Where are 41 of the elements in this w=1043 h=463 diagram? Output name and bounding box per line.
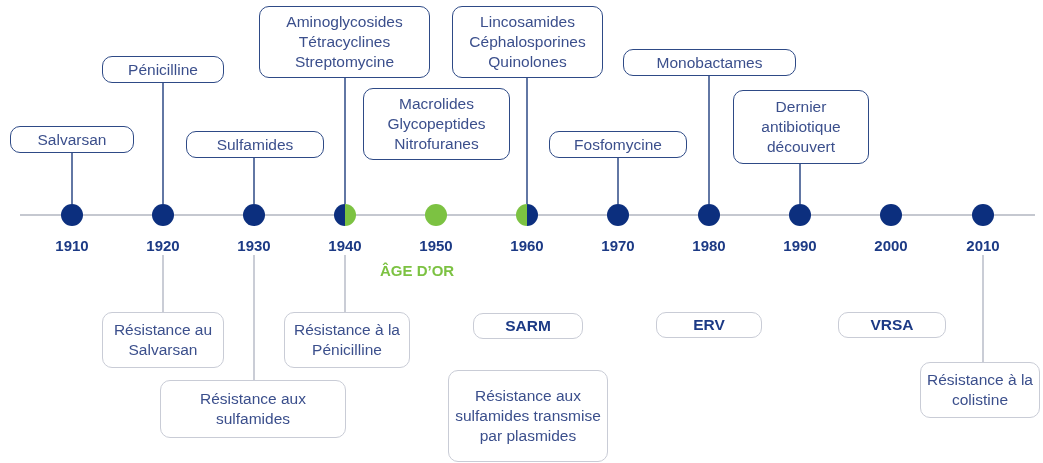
connector-line <box>526 77 528 205</box>
connector-line <box>617 157 619 205</box>
connector-line <box>982 254 984 363</box>
connector-line <box>344 254 346 313</box>
resistance-box: SARM <box>473 313 583 339</box>
era-label: ÂGE D’OR <box>380 262 455 279</box>
year-label: 1910 <box>55 237 89 255</box>
connector-line <box>344 77 346 205</box>
antibiotic-box: Lincosamides Céphalosporines Quinolones <box>452 6 603 78</box>
antibiotic-box: Pénicilline <box>102 56 224 83</box>
year-label: 2000 <box>874 237 908 255</box>
connector-line <box>162 82 164 205</box>
year-label: 1970 <box>601 237 635 255</box>
resistance-box: VRSA <box>838 312 946 338</box>
resistance-box: ERV <box>656 312 762 338</box>
resistance-box: Résistance à la Pénicilline <box>284 312 410 368</box>
resistance-box: Résistance aux sulfamides <box>160 380 346 438</box>
year-label: 2010 <box>966 237 1000 255</box>
resistance-box: Résistance à la colistine <box>920 362 1040 418</box>
antibiotic-box: Sulfamides <box>186 131 324 158</box>
antibiotic-box: Aminoglycosides Tétracyclines Streptomycine <box>259 6 430 78</box>
year-label: 1950 <box>419 237 453 255</box>
connector-line <box>162 254 164 313</box>
connector-line <box>253 254 255 381</box>
connector-line <box>71 152 73 205</box>
year-label: 1930 <box>237 237 271 255</box>
year-label: 1940 <box>328 237 362 255</box>
antibiotic-box: Monobactames <box>623 49 796 76</box>
antibiotic-box: Salvarsan <box>10 126 134 153</box>
year-label: 1960 <box>510 237 544 255</box>
antibiotic-box: Macrolides Glycopeptides Nitrofuranes <box>363 88 510 160</box>
resistance-box: Résistance aux sulfamides transmise par plasmides <box>448 370 608 462</box>
year-label: 1990 <box>783 237 817 255</box>
connector-line <box>799 163 801 205</box>
antibiotic-box: Dernier antibiotique découvert <box>733 90 869 164</box>
connector-line <box>708 75 710 205</box>
year-label: 1980 <box>692 237 726 255</box>
year-label: 1920 <box>146 237 180 255</box>
antibiotic-box: Fosfomycine <box>549 131 687 158</box>
resistance-box: Résistance au Salvarsan <box>102 312 224 368</box>
connector-line <box>253 157 255 205</box>
